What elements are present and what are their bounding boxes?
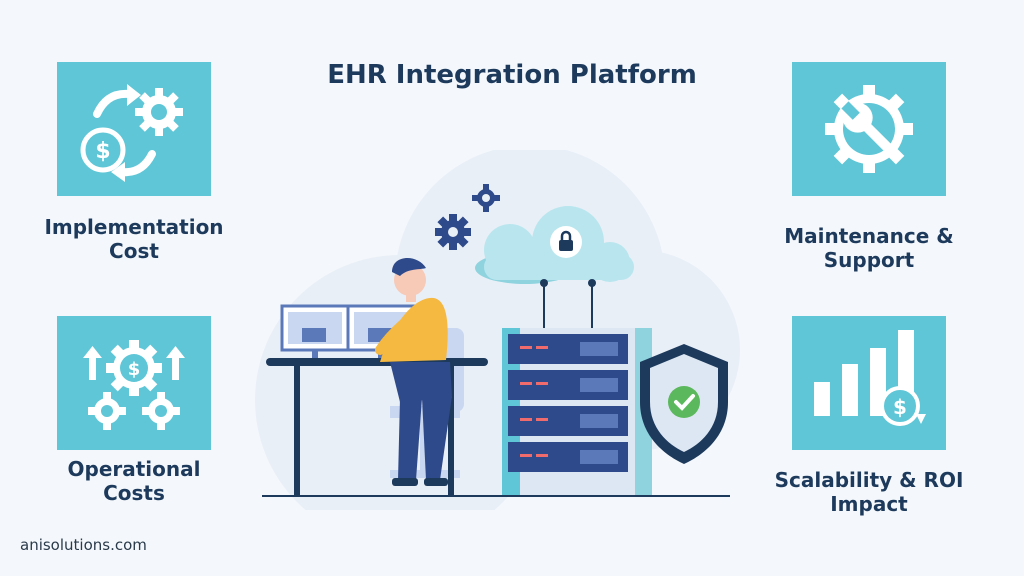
monitor [280,304,350,358]
server-unit [508,370,628,400]
server-unit [508,442,628,472]
maintenance-support-label: Maintenance & Support [784,224,954,272]
lock-icon [550,226,582,258]
gear-icon [472,184,500,212]
scalability-roi-card: $ [792,316,946,450]
maintenance-support-card [792,62,946,196]
wrench-gear-icon [825,85,913,173]
scalability-roi-label: Scalability & ROI Impact [774,468,964,516]
bar-growth-icon: $ [814,330,926,426]
cost-cycle-icon: $ [80,84,183,182]
shield-icon [640,344,728,464]
implementation-cost-card: $ [57,62,211,196]
gear-icon [435,214,471,250]
svg-text:$: $ [128,359,141,380]
cloud-cables [543,280,593,335]
site-url: anisolutions.com [20,536,147,554]
svg-text:$: $ [893,395,907,419]
person-illustration [375,257,452,486]
server-unit [508,406,628,436]
integration-illustration [255,150,740,510]
cloud-icon [475,206,634,284]
page-title: EHR Integration Platform [327,60,697,90]
server-unit [508,334,628,364]
implementation-cost-label: Implementation Cost [44,215,224,263]
server-rack [502,328,652,496]
operational-costs-card: $ [57,316,211,450]
svg-text:$: $ [95,139,110,164]
operational-costs-label: Operational Costs [67,457,201,505]
gears-dollar-icon: $ [83,340,185,430]
